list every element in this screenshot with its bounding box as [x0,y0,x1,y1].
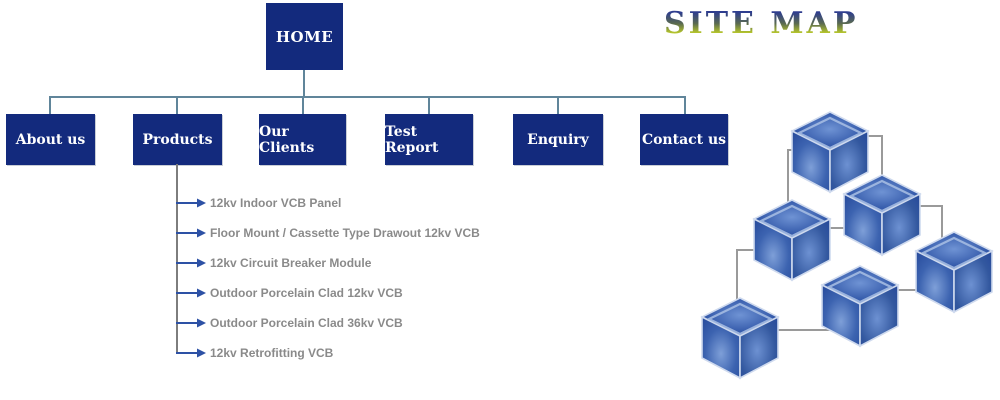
nav-home-button[interactable]: HOME [266,3,343,70]
cube-icon [914,230,994,314]
product-link[interactable]: Outdoor Porcelain Clad 36kv VCB [210,316,403,330]
product-list-item: Outdoor Porcelain Clad 36kv VCB [176,316,403,330]
arrow-right-icon [176,288,206,298]
connector-stub-contact-us [684,96,686,114]
arrow-right-icon [176,318,206,328]
cube-icon [752,198,832,282]
nav-our-clients-label: Our Clients [259,123,315,156]
connector-stub-products [176,96,178,114]
nav-about-us-label: About us [15,131,86,148]
nav-contact-us-label: Contact us [641,131,727,148]
product-list-item: 12kv Retrofitting VCB [176,346,333,360]
product-link[interactable]: 12kv Indoor VCB Panel [210,196,342,210]
nav-our-clients-button[interactable]: Our Clients [259,114,346,165]
nav-about-us-button[interactable]: About us [6,114,95,165]
connector-stub-our-clients [302,96,304,114]
nav-contact-us-button[interactable]: Contact us [640,114,728,165]
arrow-right-icon [176,348,206,358]
nav-test-report-label: Test Report [385,123,439,156]
product-link[interactable]: Floor Mount / Cassette Type Drawout 12kv… [210,226,480,240]
product-list-item: 12kv Indoor VCB Panel [176,196,341,210]
arrow-right-icon [176,228,206,238]
cube-icon [790,110,870,194]
connector-home-stem [303,70,305,97]
product-link[interactable]: 12kv Retrofitting VCB [210,346,334,360]
nav-test-report-button[interactable]: Test Report [385,114,473,165]
nav-products-button[interactable]: Products [133,114,222,165]
nav-enquiry-label: Enquiry [527,131,589,148]
nav-enquiry-button[interactable]: Enquiry [513,114,603,165]
connector-stub-test-report [428,96,430,114]
product-link[interactable]: 12kv Circuit Breaker Module [210,256,372,270]
arrow-right-icon [176,198,206,208]
connector-stub-enquiry [557,96,559,114]
nav-home-label: HOME [275,27,334,46]
connector-horizontal-bar [49,96,686,98]
cube-icon [820,264,900,348]
product-list-item: Floor Mount / Cassette Type Drawout 12kv… [176,226,480,240]
network-cubes-graphic [700,110,994,380]
arrow-right-icon [176,258,206,268]
connector-stub-about-us [49,96,51,114]
nav-products-label: Products [142,131,213,148]
product-link[interactable]: Outdoor Porcelain Clad 12kv VCB [210,286,403,300]
product-list-item: Outdoor Porcelain Clad 12kv VCB [176,286,403,300]
products-branch-line [176,164,178,354]
page-title: SITE MAP [664,6,859,41]
cube-icon [842,173,922,257]
cube-icon [700,296,780,380]
product-list-item: 12kv Circuit Breaker Module [176,256,371,270]
